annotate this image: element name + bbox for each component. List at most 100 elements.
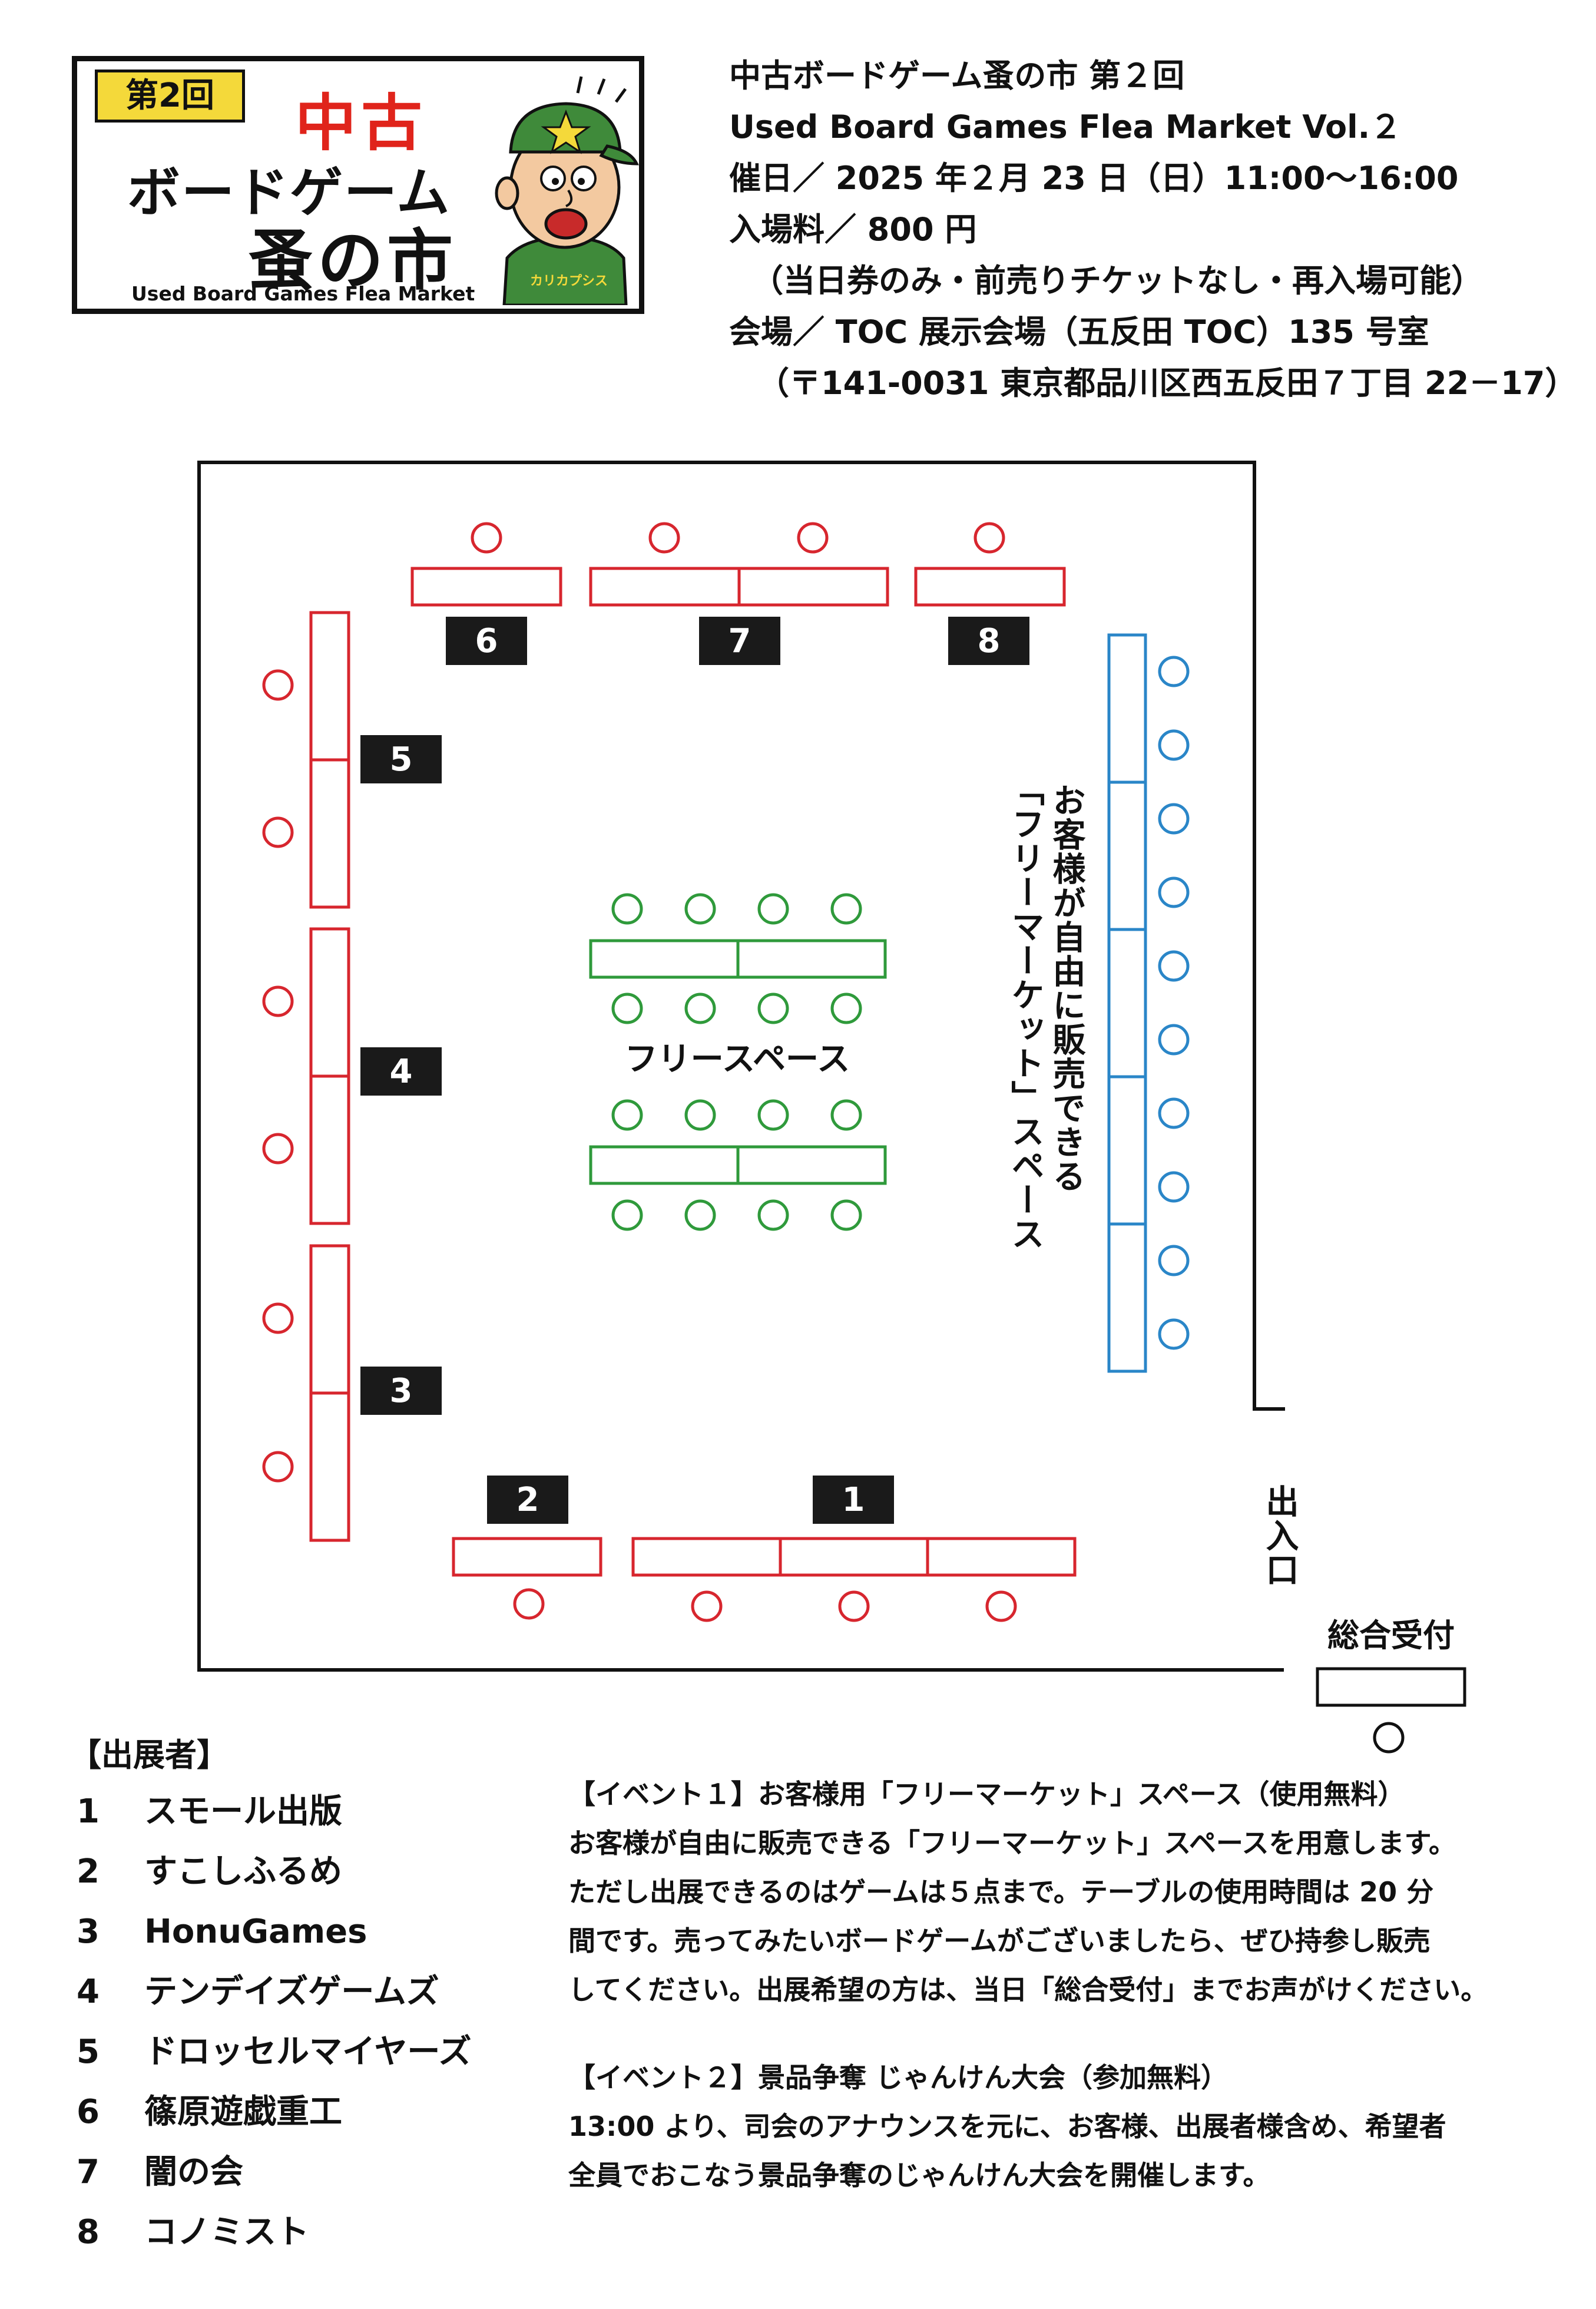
event2-title: 【イベント２】景品争奪 じゃんけん大会（参加無料） bbox=[568, 2062, 1229, 2093]
seat bbox=[611, 893, 643, 925]
seat bbox=[830, 1099, 862, 1131]
exhibitor-number: 2 bbox=[77, 1853, 100, 1891]
table-number-4: 4 bbox=[390, 1053, 413, 1091]
exhibitor-name: HonuGames bbox=[144, 1913, 367, 1951]
logo-english-text: Used Board Games Flea Market bbox=[131, 282, 475, 305]
table-1-desk-b bbox=[779, 1537, 929, 1577]
seat bbox=[757, 893, 789, 925]
exhibitor-name: ドロッセルマイヤーズ bbox=[144, 2033, 472, 2071]
free-market-label-line2: 「フリーマーケット」スペース bbox=[1006, 773, 1044, 1251]
exhibitor-number: 8 bbox=[77, 2213, 100, 2251]
table-2-desk bbox=[452, 1537, 602, 1577]
table-number-8: 8 bbox=[978, 622, 1001, 660]
table-number-2: 2 bbox=[516, 1481, 539, 1519]
seat bbox=[1158, 876, 1190, 908]
seat bbox=[611, 1099, 643, 1131]
table-4-desk-a bbox=[309, 927, 350, 1078]
exhibitor-number: 3 bbox=[77, 1913, 100, 1951]
seat bbox=[611, 1199, 643, 1231]
seat bbox=[691, 1590, 723, 1622]
table-7-desk-b bbox=[737, 567, 889, 607]
exhibitor-row: 3 HonuGames bbox=[69, 1902, 517, 1962]
free-market-label: お客様が自由に販売できる 「フリーマーケット」スペース bbox=[988, 773, 1094, 1255]
table-number-badge-8 bbox=[948, 617, 1029, 665]
entrance-fee: 入場料／ 800 円 bbox=[729, 211, 977, 248]
reception-seat bbox=[1373, 1722, 1405, 1754]
event1-text: してください。出展希望の方は、当日「総合受付」までお声がけください。 bbox=[568, 1974, 1488, 2006]
seat bbox=[1158, 950, 1190, 982]
exhibitor-name: 篠原遊戯重工 bbox=[144, 2093, 342, 2131]
logo-boardgame-text: ボードゲーム bbox=[127, 162, 451, 224]
table-5-desk-b bbox=[309, 758, 350, 909]
table-5-desk-a bbox=[309, 611, 350, 762]
seat bbox=[757, 993, 789, 1024]
exhibitor-name: テンデイズゲームズ bbox=[144, 1973, 439, 2011]
seat bbox=[262, 1133, 294, 1165]
seat bbox=[974, 522, 1005, 554]
table-number-6: 6 bbox=[475, 622, 498, 660]
seat bbox=[757, 1099, 789, 1131]
table-number-3: 3 bbox=[390, 1372, 413, 1410]
free-space-desk bbox=[736, 939, 887, 979]
seat bbox=[262, 669, 294, 701]
exhibitor-name: スモール出版 bbox=[144, 1792, 342, 1831]
seat bbox=[1158, 1171, 1190, 1203]
exhibitor-row: 2 すこしふるめ bbox=[69, 1842, 517, 1902]
exhibitor-row: 1 スモール出版 bbox=[69, 1782, 517, 1842]
seat bbox=[684, 993, 716, 1024]
seat bbox=[684, 1099, 716, 1131]
table-8-desk bbox=[914, 567, 1066, 607]
seat bbox=[797, 522, 829, 554]
seat bbox=[262, 816, 294, 848]
table-number-badge-6 bbox=[446, 617, 527, 665]
seat bbox=[1158, 656, 1190, 687]
table-number-badge-3 bbox=[360, 1367, 442, 1415]
entrance-label: 出入口 bbox=[1260, 1484, 1299, 1587]
exhibitor-name: 闇の会 bbox=[144, 2153, 243, 2191]
free-space-desk bbox=[736, 1145, 887, 1185]
fee-note: （当日券のみ・前売りチケットなし・再入場可能） bbox=[751, 262, 1483, 299]
exhibitor-name: すこしふるめ bbox=[144, 1853, 342, 1891]
seat bbox=[262, 1302, 294, 1334]
event1-text: お客様が自由に販売できる「フリーマーケット」スペースを用意します。 bbox=[568, 1827, 1456, 1859]
seat bbox=[830, 1199, 862, 1231]
seat bbox=[985, 1590, 1017, 1622]
event1-text: ただし出展できるのはゲームは５点まで。テーブルの使用時間は 20 分 bbox=[568, 1876, 1434, 1908]
table-3-desk-a bbox=[309, 1244, 350, 1395]
free-market-desk bbox=[1107, 928, 1147, 1079]
seat bbox=[1158, 803, 1190, 835]
venue: 会場／ TOC 展示会場（五反田 TOC）135 号室 bbox=[729, 313, 1429, 350]
seat bbox=[1158, 1245, 1190, 1276]
mascot-tag: カリカプシス bbox=[530, 274, 608, 289]
exhibitor-number: 1 bbox=[77, 1792, 100, 1831]
seat bbox=[838, 1590, 870, 1622]
free-space-desk bbox=[589, 939, 740, 979]
logo-used-text: 中古 bbox=[295, 87, 428, 159]
room-wall bbox=[197, 461, 1284, 1672]
events-section: 【イベント１】お客様用「フリーマーケット」スペース（使用無料） お客様が自由に販… bbox=[568, 1770, 1534, 2200]
table-number-7: 7 bbox=[729, 622, 751, 660]
title-jp: 中古ボードゲーム蚤の市 第２回 bbox=[729, 57, 1185, 94]
table-4-desk-b bbox=[309, 1074, 350, 1225]
table-number-badge-5 bbox=[360, 735, 442, 783]
seat bbox=[648, 522, 680, 554]
seat bbox=[1158, 1318, 1190, 1350]
table-number-badge-1 bbox=[813, 1476, 894, 1524]
logo-fleamarket-text: 蚤の市 bbox=[248, 223, 456, 299]
reception-desk bbox=[1316, 1667, 1466, 1707]
table-1-desk-a bbox=[631, 1537, 782, 1577]
seat bbox=[684, 1199, 716, 1231]
free-market-label-line1: お客様が自由に販売できる bbox=[1047, 783, 1085, 1193]
seat bbox=[611, 993, 643, 1024]
seat bbox=[262, 985, 294, 1017]
free-market-desk bbox=[1107, 633, 1147, 784]
exhibitor-list-title: 【出展者】 bbox=[69, 1736, 229, 1774]
event2-text: 13:00 より、司会のアナウンスを元に、お客様、出展者様含め、希望者 bbox=[568, 2110, 1446, 2142]
seat bbox=[262, 1451, 294, 1483]
